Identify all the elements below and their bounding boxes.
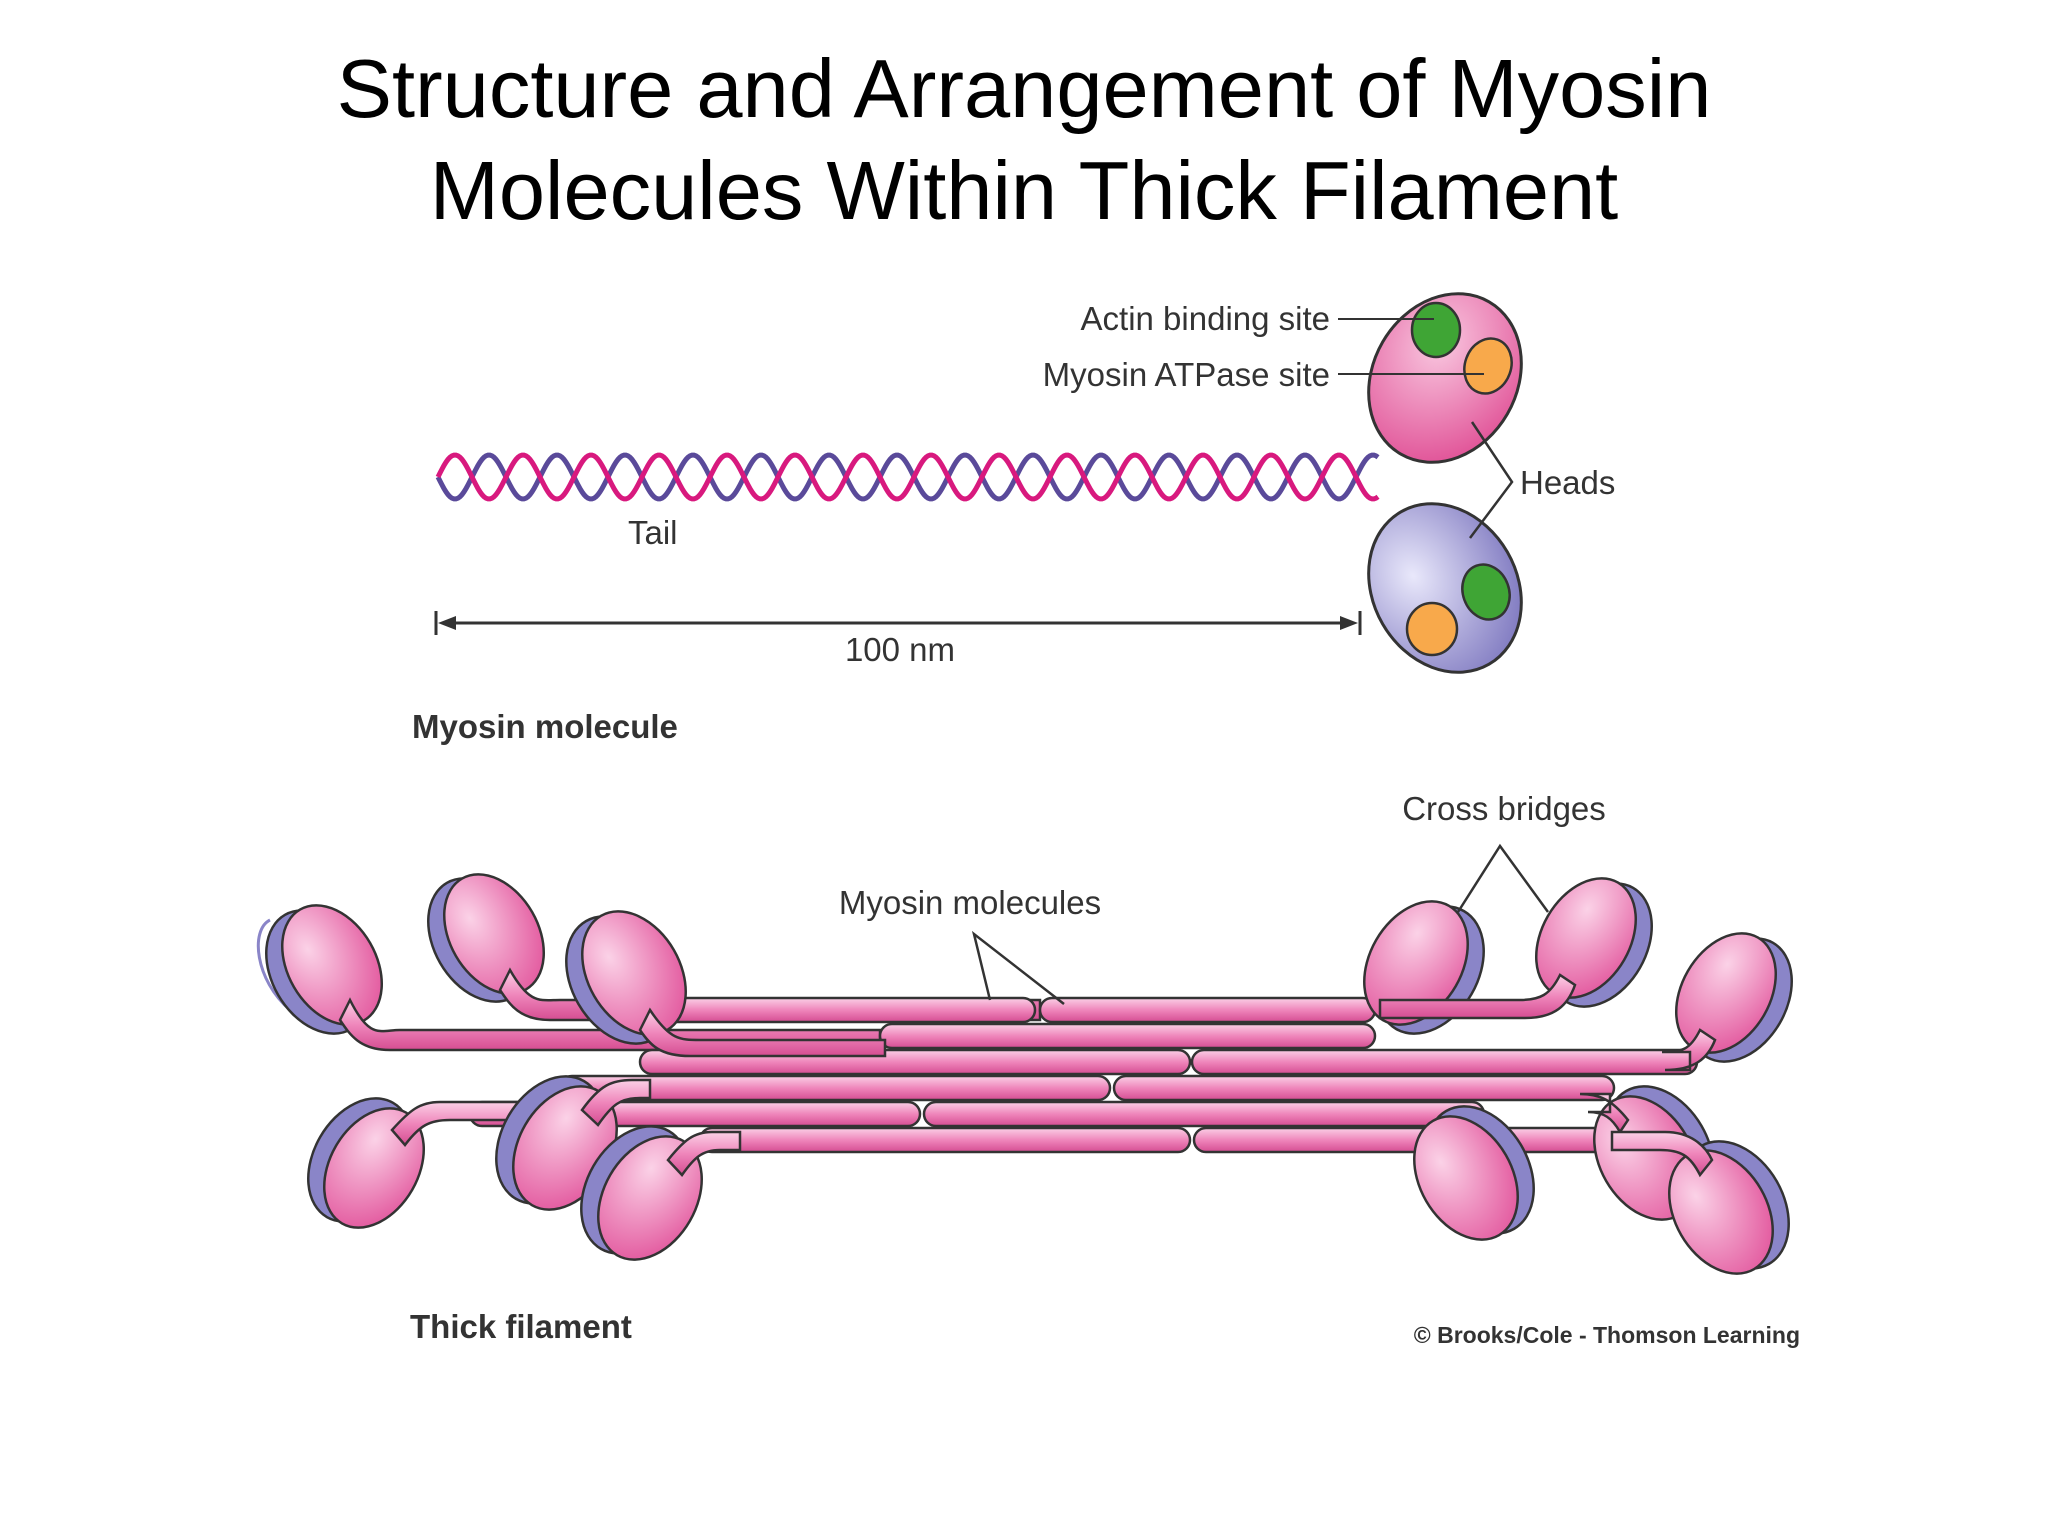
myosin-molecule-caption: Myosin molecule: [412, 708, 678, 745]
myosin-molecules-label: Myosin molecules: [839, 884, 1101, 921]
scale-label: 100 nm: [845, 631, 955, 668]
thick-filament-caption: Thick filament: [410, 1308, 632, 1345]
tail-strand-pink: [435, 452, 1380, 502]
cross-bridges-label: Cross bridges: [1402, 790, 1606, 827]
page-title-line-1: Structure and Arrangement of Myosin: [336, 42, 1712, 135]
page-title: Structure and Arrangement of Myosin Mole…: [0, 38, 2048, 242]
atpase-site-lower: [1405, 601, 1459, 657]
myosin-head-lower: [1367, 502, 1523, 674]
tail-label: Tail: [628, 514, 678, 551]
filament-right-heads: [1363, 877, 1793, 1275]
actin-binding-site-upper: [1410, 301, 1462, 359]
copyright-credit: © Brooks/Cole - Thomson Learning: [1414, 1322, 1800, 1348]
cross-bridges-leader: [1456, 843, 1550, 913]
myosin-molecule: Actin binding site Myosin ATPase site He…: [412, 292, 1615, 745]
filament-left-lower-heads: [307, 910, 887, 1261]
atpase-site-upper: [1463, 337, 1513, 395]
page-title-line-2: Molecules Within Thick Filament: [429, 144, 1619, 237]
actin-binding-site-lower: [1461, 563, 1511, 621]
myosin-molecules-leader: [971, 930, 1065, 1005]
thick-filament: Cross bridges Myosin molecules Thick fil…: [256, 790, 1793, 1345]
heads-bracket: [1469, 421, 1514, 539]
actin-binding-site-label: Actin binding site: [1081, 300, 1330, 337]
heads-label: Heads: [1520, 464, 1615, 501]
myosin-head-upper: [1367, 292, 1523, 464]
atpase-site-label: Myosin ATPase site: [1043, 356, 1330, 393]
scale-bar: [434, 611, 1362, 635]
filament-rods: [468, 996, 1699, 1154]
